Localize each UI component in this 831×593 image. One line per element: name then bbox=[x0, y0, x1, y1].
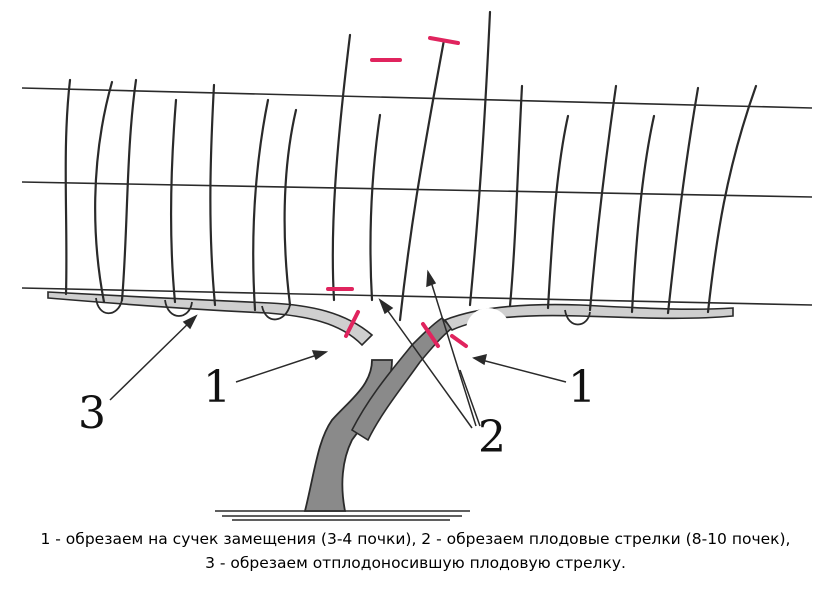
caption-line-1: 1 - обрезаем на сучек замещения (3-4 поч… bbox=[40, 530, 791, 548]
trellis-wire-bottom bbox=[21, 287, 813, 306]
label-1-right: 1 bbox=[568, 362, 596, 413]
grapevine-pruning-diagram: 3 1 1 2 bbox=[21, 10, 813, 521]
canes bbox=[64, 10, 758, 322]
cut-mark-icon bbox=[421, 322, 440, 348]
label-2: 2 bbox=[478, 412, 506, 463]
cut-scar bbox=[466, 308, 510, 352]
ground bbox=[215, 510, 470, 521]
trunk bbox=[303, 359, 393, 512]
right-cordon bbox=[443, 303, 734, 332]
label-3: 3 bbox=[78, 388, 106, 439]
label-1-left: 1 bbox=[203, 362, 231, 413]
cut-mark-icon bbox=[450, 334, 468, 348]
cut-marks bbox=[326, 36, 468, 348]
caption-line-2: 3 - обрезаем отплодоносившую плодовую ст… bbox=[205, 554, 626, 572]
cane-loops bbox=[95, 297, 591, 326]
cut-mark-icon bbox=[428, 36, 460, 45]
cut-mark-icon bbox=[344, 310, 360, 338]
leader-lines bbox=[109, 269, 567, 429]
trellis-wire-top bbox=[21, 87, 813, 109]
figure-caption: 1 - обрезаем на сучек замещения (3-4 поч… bbox=[0, 527, 831, 593]
